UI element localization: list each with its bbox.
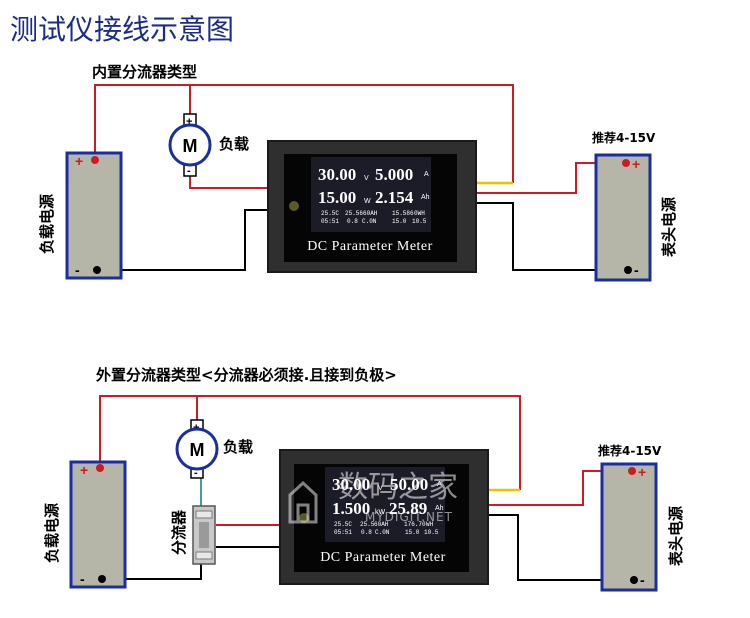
top-meter-small-1: 25.5C — [321, 210, 339, 217]
top-wire-black-load — [98, 209, 268, 271]
bottom-meter-small-7: 0.8 — [361, 529, 372, 536]
top-meter-current: 5.000 — [375, 165, 413, 184]
bottom-shunt-bottom-bolt — [195, 551, 213, 560]
top-meter-small-2: 25.56 — [345, 210, 363, 217]
bottom-meter-power-unit: kW — [375, 509, 386, 516]
top-load-battery-plus-terminal — [91, 156, 99, 164]
top-meter-small-6: 05:51 — [321, 218, 339, 225]
top-meter-small-9: 15.0 — [392, 218, 407, 225]
top-meter-voltage-unit: V — [364, 175, 369, 182]
bottom-type-label: 外置分流器类型<分流器必须接.且接到负极> — [95, 366, 397, 384]
bottom-motor-letter: M — [190, 440, 205, 460]
bottom-load-label: 负载 — [223, 438, 253, 456]
bottom-meter-display — [325, 467, 445, 542]
top-meter-small-8: C.0N — [362, 218, 377, 225]
top-meter-capacity-unit: Ah — [421, 194, 430, 201]
top-load-plus-sign: + — [75, 153, 83, 169]
top-wire-black-power — [476, 202, 628, 271]
bottom-motor-minus-sign: - — [194, 467, 198, 479]
top-load-minus-sign: - — [75, 262, 80, 278]
bottom-meter-small-4: 176.70 — [404, 521, 426, 528]
watermark-sub: MYDIGIT.NET — [365, 510, 453, 524]
top-power-battery — [594, 153, 652, 282]
bottom-meter-small-6: 05:51 — [334, 529, 352, 536]
watermark: 数码之家 MYDIGIT.NET — [288, 470, 458, 524]
bottom-meter-capacity: 25.89 — [389, 499, 427, 518]
top-wire-red-motor-meter — [189, 172, 268, 189]
bottom-meter-small-5: WH — [426, 521, 434, 528]
top-meter-button[interactable] — [289, 201, 299, 211]
top-motor-plus-sign: + — [186, 116, 192, 128]
top-power-battery-minus-terminal — [624, 266, 632, 274]
watermark-text: 数码之家 — [338, 470, 458, 505]
bottom-load-plus-sign: + — [80, 462, 88, 478]
bottom-shunt-top-bolt — [195, 510, 213, 519]
top-motor-letter: M — [183, 136, 198, 156]
bottom-meter-voltage-unit: V — [378, 485, 383, 492]
bottom-meter-small-3: 60AH — [374, 521, 389, 528]
top-type-label: 内置分流器类型 — [92, 63, 197, 81]
bottom-meter-small-10: 10.5 — [424, 529, 439, 536]
top-meter-source-label: 表头电源 — [660, 197, 678, 257]
top-diagram: 内置分流器类型 + - 负载电源 + - M 负载 30.00 V 5.000 … — [38, 63, 678, 282]
top-load-battery-minus-terminal — [93, 266, 101, 274]
top-meter-small-10: 10.5 — [412, 218, 427, 225]
top-motor-icon — [168, 123, 212, 167]
bottom-meter-small-2: 25.5 — [360, 521, 375, 528]
bottom-meter-current-unit: A — [437, 481, 442, 488]
bottom-meter-small-8: C.0N — [375, 529, 390, 536]
bottom-shunt-label: 分流器 — [170, 509, 188, 555]
bottom-meter-capacity-unit: Ah — [435, 505, 444, 512]
top-power-battery-plus-terminal — [622, 159, 630, 167]
top-meter-small-3: 60AH — [363, 210, 378, 217]
top-meter-small-4: 15.586 — [392, 210, 414, 217]
bottom-power-battery — [600, 462, 658, 592]
bottom-meter-power: 1.500 — [332, 499, 370, 518]
bottom-load-battery-plus-terminal — [96, 464, 104, 472]
bottom-meter-small-1: 25.5C — [334, 521, 352, 528]
top-power-plus-sign: + — [632, 156, 640, 172]
top-meter-small-7: 0.8 — [347, 218, 358, 225]
bottom-shunt-body — [199, 522, 209, 548]
top-meter-power-unit: W — [364, 198, 371, 205]
top-load-source-label: 负载电源 — [38, 194, 56, 254]
bottom-load-source-label: 负载电源 — [43, 503, 61, 563]
bottom-power-plus-sign: + — [638, 464, 646, 480]
top-recommend-label: 推荐4-15V — [592, 130, 656, 145]
bottom-power-battery-plus-terminal — [628, 467, 636, 475]
top-wire-red-load-plus — [94, 84, 514, 183]
bottom-meter-source-label: 表头电源 — [667, 506, 685, 566]
diagram-title: 测试仪接线示意图 — [10, 13, 234, 46]
watermark-house-icon — [288, 480, 318, 524]
top-meter-small-5: 0WH — [414, 210, 425, 217]
bottom-diagram: 外置分流器类型<分流器必须接.且接到负极> + - 负载电源 + - M 负载 … — [43, 366, 685, 592]
bottom-wire-black-power — [488, 514, 633, 581]
bottom-wire-black-load — [103, 562, 202, 580]
top-meter-capacity: 2.154 — [375, 188, 414, 207]
top-power-minus-sign: - — [634, 262, 639, 278]
bottom-meter-name: DC Parameter Meter — [320, 550, 446, 565]
bottom-power-minus-sign: - — [640, 572, 645, 588]
top-meter-voltage: 30.00 — [318, 165, 356, 184]
top-meter-power: 15.00 — [318, 188, 356, 207]
bottom-power-battery-minus-terminal — [630, 576, 638, 584]
bottom-wire-red-load-plus — [99, 395, 521, 490]
bottom-meter-small-9: 15.0 — [405, 529, 420, 536]
top-motor-minus-sign: - — [187, 165, 191, 177]
bottom-meter-current: 50.00 — [390, 475, 428, 494]
bottom-load-battery — [69, 460, 127, 589]
top-meter-name: DC Parameter Meter — [307, 239, 433, 254]
bottom-load-battery-minus-terminal — [98, 575, 106, 583]
top-load-label: 负载 — [219, 135, 249, 153]
top-load-battery — [65, 151, 123, 280]
top-meter-display — [311, 157, 431, 232]
bottom-recommend-label: 推荐4-15V — [598, 443, 662, 458]
top-meter-current-unit: A — [424, 171, 429, 178]
bottom-meter-voltage: 30.00 — [332, 475, 370, 494]
bottom-load-minus-sign: - — [80, 571, 85, 587]
bottom-motor-icon — [175, 427, 219, 471]
